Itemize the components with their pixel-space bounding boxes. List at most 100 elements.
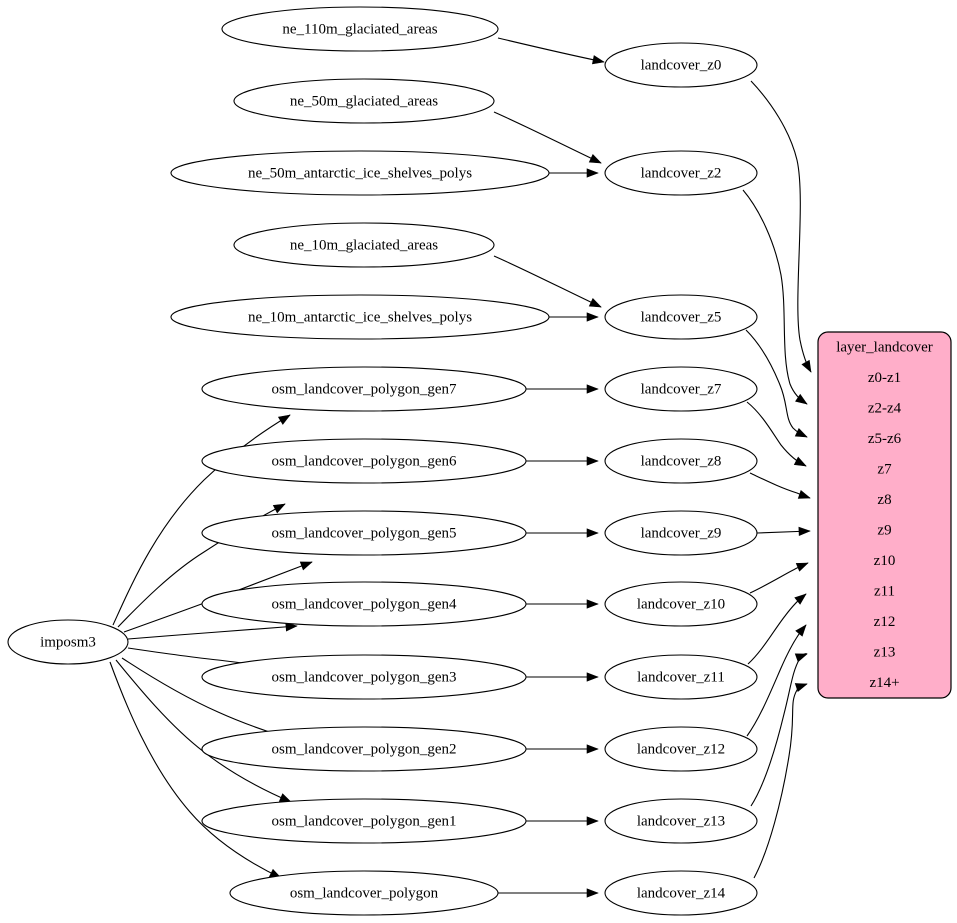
edge-osm3-to-z11 (526, 672, 599, 682)
table-row-z11[interactable]: z11 (818, 576, 951, 607)
node-label: osm_landcover_polygon (290, 885, 439, 901)
source-node-ellipse[interactable] (201, 654, 527, 700)
edge-arrowhead (586, 744, 599, 754)
table-header-label: layer_landcover (836, 340, 933, 356)
edge-z0-to-table_z0z1 (750, 80, 812, 373)
edge-arrowhead (586, 456, 599, 466)
edge-ne50a-to-z2 (549, 168, 599, 178)
node-z7[interactable]: landcover_z7 (604, 366, 758, 412)
edge-arrowhead (586, 672, 599, 682)
node-label: osm_landcover_polygon_gen7 (272, 381, 457, 397)
mid-node-ellipse[interactable] (604, 150, 758, 196)
table-row-z5-z6[interactable]: z5-z6 (818, 424, 951, 455)
node-osm2[interactable]: osm_landcover_polygon_gen2 (201, 726, 527, 772)
mid-node-ellipse[interactable] (604, 510, 758, 556)
edge-arrowhead (285, 622, 298, 632)
edge-arrowhead (586, 312, 599, 322)
mid-node-ellipse[interactable] (604, 42, 758, 88)
table-row-label: z11 (874, 584, 895, 600)
source-node-ellipse[interactable] (221, 6, 499, 52)
table-row-z7[interactable]: z7 (818, 454, 951, 485)
node-z8[interactable]: landcover_z8 (604, 438, 758, 484)
node-ne10g[interactable]: ne_10m_glaciated_areas (233, 222, 495, 268)
source-node-ellipse[interactable] (201, 726, 527, 772)
edge-imposm3-to-osm4 (127, 622, 298, 640)
node-label: landcover_z14 (637, 885, 726, 901)
node-osm0[interactable]: osm_landcover_polygon (229, 870, 499, 916)
table-row-z13[interactable]: z13 (818, 637, 951, 668)
table-row-z0-z1[interactable]: z0-z1 (818, 363, 951, 394)
table-row-z14+[interactable]: z14+ (818, 668, 951, 699)
root-node-ellipse[interactable] (7, 619, 129, 665)
node-z14[interactable]: landcover_z14 (604, 870, 758, 916)
node-z13[interactable]: landcover_z13 (604, 798, 758, 844)
table-row-z2-z4[interactable]: z2-z4 (818, 393, 951, 424)
edge-z5-to-table_z5z6 (745, 329, 808, 438)
node-z5[interactable]: landcover_z5 (604, 294, 758, 340)
node-label: ne_10m_antarctic_ice_shelves_polys (248, 309, 472, 325)
mid-node-ellipse[interactable] (604, 654, 758, 700)
table-row-label: z9 (877, 523, 891, 539)
mid-node-ellipse[interactable] (604, 798, 758, 844)
source-node-ellipse[interactable] (201, 510, 527, 556)
mid-node-ellipse[interactable] (604, 726, 758, 772)
edge-arrowhead (588, 297, 602, 308)
node-imposm3[interactable]: imposm3 (7, 619, 129, 665)
edge-z13-to-table_z13 (750, 653, 808, 807)
edge-arrowhead (586, 528, 599, 538)
edge-osm4-to-z10 (526, 599, 599, 609)
node-z11[interactable]: landcover_z11 (604, 654, 758, 700)
mid-node-ellipse[interactable] (604, 438, 758, 484)
source-node-ellipse[interactable] (201, 366, 527, 412)
table-row-label: z14+ (869, 675, 899, 691)
mid-node-ellipse[interactable] (604, 366, 758, 412)
edge-osm5-to-z9 (526, 528, 599, 538)
node-ne50a[interactable]: ne_50m_antarctic_ice_shelves_polys (170, 150, 550, 196)
edge-arrowhead (586, 888, 599, 898)
edge-ne110-to-z0 (497, 37, 605, 65)
edge-line (746, 624, 807, 737)
node-z9[interactable]: landcover_z9 (604, 510, 758, 556)
node-label: ne_110m_glaciated_areas (282, 21, 437, 37)
edge-arrowhead (277, 414, 291, 425)
table-row-z9[interactable]: z9 (818, 515, 951, 546)
node-osm3[interactable]: osm_landcover_polygon_gen3 (201, 654, 527, 700)
node-osm7[interactable]: osm_landcover_polygon_gen7 (201, 366, 527, 412)
mid-node-ellipse[interactable] (604, 870, 758, 916)
node-osm6[interactable]: osm_landcover_polygon_gen6 (201, 438, 527, 484)
source-node-ellipse[interactable] (170, 294, 550, 340)
edge-z11-to-table_z11 (747, 593, 807, 665)
table-row-z10[interactable]: z10 (818, 546, 951, 577)
table-row-label: z10 (874, 553, 896, 569)
source-node-ellipse[interactable] (233, 78, 495, 124)
source-node-ellipse[interactable] (201, 798, 527, 844)
node-ne110[interactable]: ne_110m_glaciated_areas (221, 6, 499, 52)
node-ne10a[interactable]: ne_10m_antarctic_ice_shelves_polys (170, 294, 550, 340)
node-label: landcover_z12 (637, 741, 725, 757)
node-label: landcover_z5 (641, 309, 722, 325)
source-node-ellipse[interactable] (201, 581, 527, 627)
node-z10[interactable]: landcover_z10 (604, 581, 758, 627)
table-row-z8[interactable]: z8 (818, 485, 951, 516)
node-osm1[interactable]: osm_landcover_polygon_gen1 (201, 798, 527, 844)
edge-arrowhead (586, 599, 599, 609)
node-z12[interactable]: landcover_z12 (604, 726, 758, 772)
source-node-ellipse[interactable] (201, 438, 527, 484)
source-node-ellipse[interactable] (170, 150, 550, 196)
table-outline (817, 331, 952, 699)
node-osm4[interactable]: osm_landcover_polygon_gen4 (201, 581, 527, 627)
node-z2[interactable]: landcover_z2 (604, 150, 758, 196)
source-node-ellipse[interactable] (229, 870, 499, 916)
node-label: ne_50m_glaciated_areas (290, 93, 438, 109)
mid-node-ellipse[interactable] (604, 294, 758, 340)
node-z0[interactable]: landcover_z0 (604, 42, 758, 88)
node-ne50g[interactable]: ne_50m_glaciated_areas (233, 78, 495, 124)
edge-line (127, 625, 298, 640)
node-osm5[interactable]: osm_landcover_polygon_gen5 (201, 510, 527, 556)
node-label: osm_landcover_polygon_gen2 (272, 741, 457, 757)
table-row-z12[interactable]: z12 (818, 607, 951, 638)
mid-node-ellipse[interactable] (604, 581, 758, 627)
source-node-ellipse[interactable] (233, 222, 495, 268)
